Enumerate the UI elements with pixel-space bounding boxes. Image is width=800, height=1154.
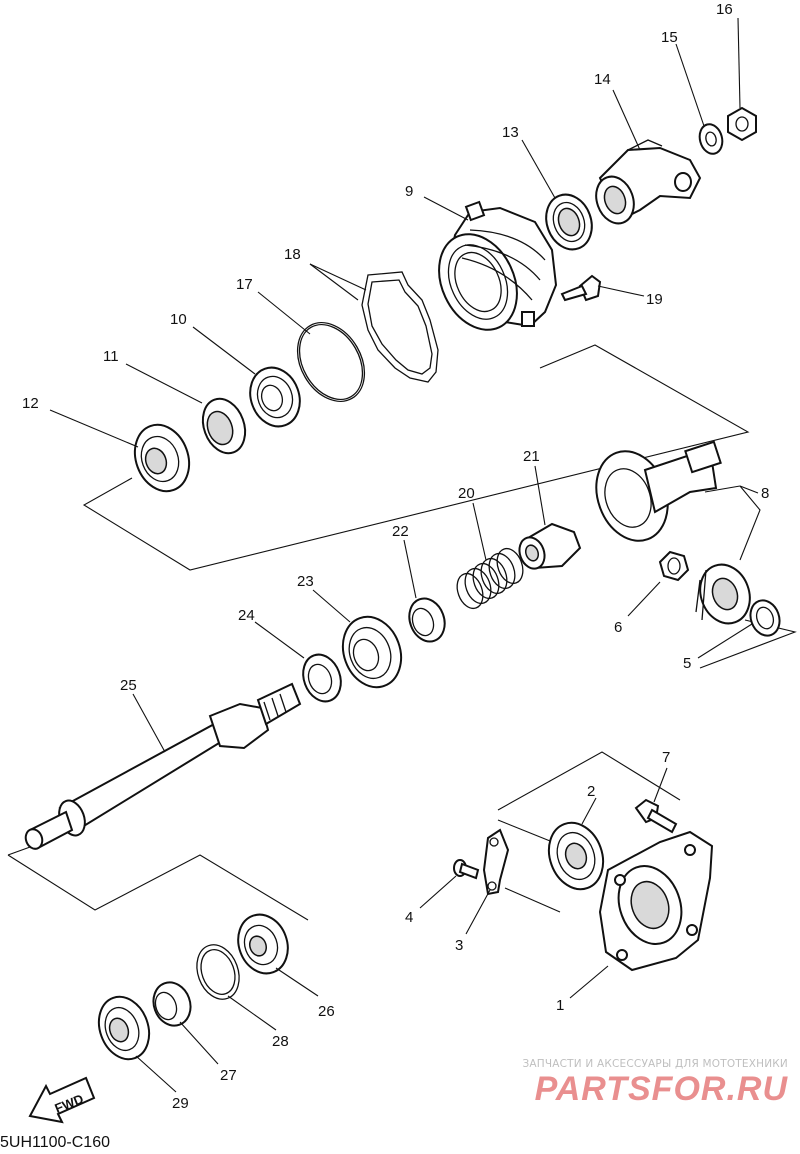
callout-15: 15 [661,29,678,46]
part-15-washer [698,123,724,155]
callout-25: 25 [120,677,137,694]
callout-26: 26 [318,1003,335,1020]
part-25-middle-drive-shaft [24,682,302,850]
part-26-bearing [237,913,289,975]
callout-3: 3 [455,937,463,954]
callout-leader-lines [49,17,761,1093]
part-28-circlip [196,944,240,1000]
callout-24: 24 [238,607,255,624]
part-16-nut [727,106,757,142]
part-18-gasket [361,271,439,383]
assembly-guide-lines [7,344,797,921]
forward-direction-arrow-icon: FWD [28,1076,96,1124]
part-12-bearing [133,423,191,493]
part-7-bolt [634,798,678,834]
part-8-bevel-gear-set [595,440,751,625]
callout-22: 22 [392,523,409,540]
watermark-logo: PARTSFOR.RU [534,1070,788,1108]
callout-19: 19 [646,291,663,308]
part-22-spacer [408,597,446,643]
callout-6: 6 [614,619,622,636]
watermark-caption: ЗАПЧАСТИ И АКСЕССУАРЫ ДЛЯ МОТОТЕХНИКИ [522,1058,788,1070]
part-17-o-ring [296,322,366,402]
callout-5: 5 [683,655,691,672]
part-14-universal-joint-yoke [595,139,702,225]
callout-9: 9 [405,183,413,200]
part-11-collar [201,397,247,455]
part-20-spring [456,547,524,610]
callout-13: 13 [502,124,519,141]
callout-4: 4 [405,909,413,926]
callout-20: 20 [458,485,475,502]
site-watermark: ЗАПЧАСТИ И АКСЕССУАРЫ ДЛЯ МОТОТЕХНИКИ PA… [488,1058,788,1108]
callout-8: 8 [761,485,769,502]
callout-7: 7 [662,749,670,766]
callout-2: 2 [587,783,595,800]
callout-labels: 1 2 3 4 5 6 7 8 9 10 11 12 13 14 15 16 1… [22,1,769,1112]
part-2-bearing [547,821,605,891]
part-21-coupling [518,522,582,570]
callout-18: 18 [284,246,301,263]
part-3-plate [482,828,510,896]
part-4-screw [453,859,480,880]
callout-29: 29 [172,1095,189,1112]
part-29-oil-seal [97,995,151,1061]
part-23-bearing [341,615,403,689]
callout-11: 11 [103,348,119,365]
callout-17: 17 [236,276,253,293]
callout-14: 14 [594,71,611,88]
part-13-oil-seal [545,193,593,251]
callout-10: 10 [170,311,187,328]
callout-23: 23 [297,573,314,590]
part-24-collar [302,653,342,703]
part-1-bearing-housing [598,830,714,972]
callout-16: 16 [716,1,733,18]
part-9-housing [438,200,558,331]
callout-27: 27 [220,1067,237,1084]
part-10-bearing [249,366,301,428]
part-27-collar [152,981,192,1027]
part-19-bolt [560,274,602,302]
callout-12: 12 [22,395,39,412]
callout-21: 21 [523,448,540,465]
part-6-nut [658,550,690,582]
diagram-code: 5UH1100-C160 [0,1134,110,1151]
part-5-shim [749,599,781,637]
callout-1: 1 [556,997,564,1014]
callout-28: 28 [272,1033,289,1050]
